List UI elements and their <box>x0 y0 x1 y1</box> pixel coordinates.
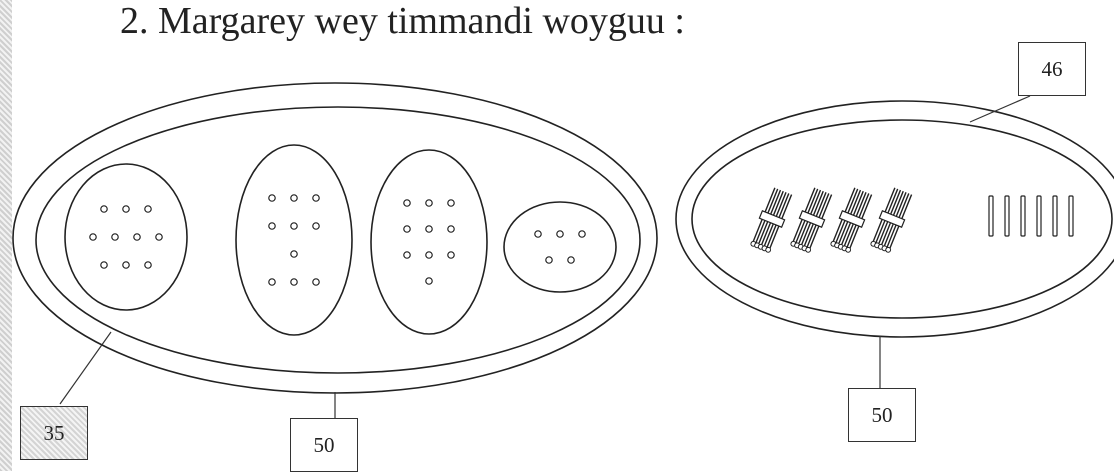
counting-dot <box>268 278 276 286</box>
label-box-46: 46 <box>1018 42 1086 96</box>
stick-bundle-icon <box>870 187 913 253</box>
counting-dot <box>122 261 130 269</box>
counting-dot <box>403 225 411 233</box>
label-box-left-50: 50 <box>290 418 358 472</box>
single-stick-icon <box>1052 195 1058 237</box>
stick-bundle-icon <box>790 187 833 253</box>
counting-dot <box>534 230 542 238</box>
pointer-line-46 <box>969 95 1031 123</box>
counting-dot <box>425 251 433 259</box>
group-oval-1 <box>64 163 188 311</box>
counting-dot <box>100 261 108 269</box>
exercise-title: 2. Margarey wey timmandi woyguu : <box>120 0 685 42</box>
counting-dot <box>578 230 586 238</box>
counting-dot <box>312 278 320 286</box>
pointer-line-35 <box>59 331 112 405</box>
label-box-35: 35 <box>20 406 88 460</box>
counting-dot <box>290 278 298 286</box>
counting-dot <box>100 205 108 213</box>
stick-bundles <box>750 187 913 253</box>
group-oval-4 <box>503 201 617 293</box>
counting-dot <box>312 194 320 202</box>
counting-dot <box>89 233 97 241</box>
counting-dot <box>447 251 455 259</box>
single-stick-icon <box>1068 195 1074 237</box>
right-outer-ring <box>675 100 1114 338</box>
counting-dot <box>290 222 298 230</box>
single-stick-icon <box>1036 195 1042 237</box>
counting-dot <box>268 222 276 230</box>
counting-dot <box>567 256 575 264</box>
counting-dot <box>403 251 411 259</box>
counting-dot <box>312 222 320 230</box>
single-stick-icon <box>1020 195 1026 237</box>
counting-dot <box>155 233 163 241</box>
counting-dot <box>122 205 130 213</box>
single-sticks <box>988 195 1074 237</box>
label-box-right-50: 50 <box>848 388 916 442</box>
stick-bundle-icon <box>750 187 793 253</box>
counting-dot <box>111 233 119 241</box>
left-outer-ring <box>12 82 658 394</box>
stick-bundle-icon <box>830 187 873 253</box>
counting-dot <box>425 225 433 233</box>
counting-dot <box>545 256 553 264</box>
group-oval-3 <box>370 149 488 335</box>
right-inner-ring <box>691 119 1113 319</box>
counting-dot <box>290 250 298 258</box>
counting-dot <box>290 194 298 202</box>
counting-dot <box>144 205 152 213</box>
counting-dot <box>556 230 564 238</box>
counting-dot <box>403 199 411 207</box>
counting-dot <box>144 261 152 269</box>
counting-dot <box>447 225 455 233</box>
scanned-page-edge <box>0 0 12 471</box>
counting-dot <box>447 199 455 207</box>
single-stick-icon <box>988 195 994 237</box>
counting-dot <box>425 199 433 207</box>
dot-groups <box>89 194 586 286</box>
counting-dot <box>268 194 276 202</box>
left-inner-ring <box>35 106 641 374</box>
single-stick-icon <box>1004 195 1010 237</box>
counting-dot <box>133 233 141 241</box>
group-oval-2 <box>235 144 353 336</box>
counting-dot <box>425 277 433 285</box>
